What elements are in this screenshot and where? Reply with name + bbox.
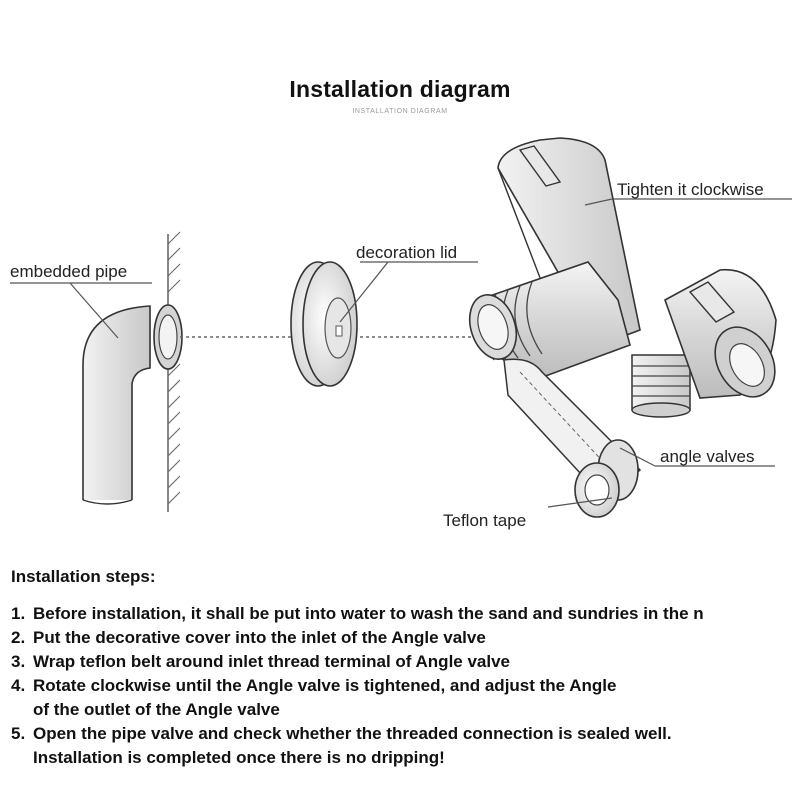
label-tighten-clockwise: Tighten it clockwise [617,180,764,199]
installation-illustration: embedded pipe decoration lid Tighten it … [10,137,792,530]
step-item: 5. Open the pipe valve and check whether… [11,722,800,770]
step-text: Open the pipe valve and check whether th… [33,724,672,743]
step-number: 5. [11,724,26,743]
step-number: 2. [11,628,26,647]
diagram-title: Installation diagram [289,76,511,102]
step-item: 2. Put the decorative cover into the inl… [11,626,800,650]
step-item: 4. Rotate clockwise until the Angle valv… [11,674,800,722]
diagram-subtitle: INSTALLATION DIAGRAM [352,108,448,115]
step-text: of the outlet of the Angle valve [33,700,280,719]
step-number: 3. [11,652,26,671]
label-teflon-tape: Teflon tape [443,511,526,530]
steps-list: 1. Before installation, it shall be put … [11,602,800,770]
teflon-tape [503,358,642,518]
steps-heading: Installation steps: [11,567,156,586]
label-decoration-lid: decoration lid [356,243,457,262]
step-text: Rotate clockwise until the Angle valve i… [33,676,617,695]
wall [167,231,181,512]
step-item: 1. Before installation, it shall be put … [11,602,800,626]
angle-valve [468,137,777,418]
step-text: Put the decorative cover into the inlet … [33,628,486,647]
decoration-lid [290,261,358,387]
embedded-pipe [82,304,183,505]
step-number: 4. [11,676,26,695]
label-leaders [10,198,792,508]
step-item: 3. Wrap teflon belt around inlet thread … [11,650,800,674]
label-angle-valves: angle valves [660,447,755,466]
step-text: Before installation, it shall be put int… [33,604,704,623]
step-text: Wrap teflon belt around inlet thread ter… [33,652,511,671]
step-text: Installation is completed once there is … [33,748,445,767]
label-embedded-pipe: embedded pipe [10,262,127,281]
step-number: 1. [11,604,26,623]
